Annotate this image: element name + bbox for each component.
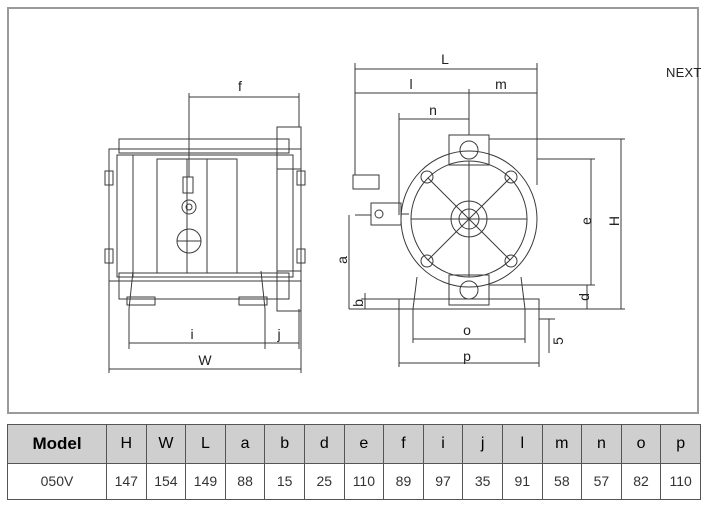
dim-j-label: j: [276, 326, 280, 342]
dim-H-label: H: [606, 216, 622, 226]
header-model: Model: [7, 424, 107, 464]
cell-W: 154: [145, 462, 187, 501]
header-m: m: [541, 424, 583, 464]
dim-a-label: a: [334, 256, 350, 264]
pump-dimension-drawing: f i j W L l m n e H a b d 5 o p: [104, 51, 625, 373]
cell-model: 050V: [7, 462, 107, 501]
technical-drawing-panel: f i j W L l m n e H a b d 5 o p NEXT: [7, 7, 701, 414]
dim-i-label: i: [190, 326, 193, 342]
header-p: p: [660, 424, 701, 464]
cell-j: 35: [462, 462, 503, 501]
cell-H: 147: [106, 462, 147, 501]
header-W: W: [145, 424, 187, 464]
dim-n-label: n: [429, 102, 437, 118]
cell-e: 110: [343, 462, 385, 501]
cell-l: 91: [501, 462, 543, 501]
cell-n: 57: [581, 462, 622, 501]
dim-b-label: b: [350, 299, 366, 307]
cell-i: 97: [422, 462, 464, 501]
header-f: f: [383, 424, 424, 464]
dim-W-label: W: [198, 352, 212, 368]
next-button-label: NEXT: [666, 65, 702, 80]
dim-p-label: p: [463, 348, 471, 364]
dim-e-label: e: [578, 217, 594, 225]
header-H: H: [106, 424, 147, 464]
dim-m-label: m: [495, 76, 507, 92]
header-b: b: [264, 424, 305, 464]
side-view-pump: [104, 93, 306, 373]
cell-a: 88: [224, 462, 266, 501]
header-j: j: [462, 424, 503, 464]
dim-f-label: f: [238, 78, 242, 94]
header-i: i: [422, 424, 464, 464]
cell-L: 149: [185, 462, 226, 501]
header-l: l: [501, 424, 543, 464]
header-o: o: [620, 424, 662, 464]
dim-l-label: l: [409, 76, 412, 92]
cell-m: 58: [541, 462, 583, 501]
header-d: d: [303, 424, 345, 464]
header-e: e: [343, 424, 385, 464]
header-n: n: [581, 424, 622, 464]
dim-5-label: 5: [550, 337, 566, 345]
cell-d: 25: [303, 462, 345, 501]
header-L: L: [185, 424, 226, 464]
cell-f: 89: [383, 462, 424, 501]
cell-p: 110: [660, 462, 701, 501]
next-button[interactable]: NEXT: [666, 65, 701, 80]
dim-o-label: o: [463, 322, 471, 338]
header-a: a: [224, 424, 266, 464]
dim-L-label: L: [441, 51, 449, 67]
cell-b: 15: [264, 462, 305, 501]
front-view-pump: [348, 63, 625, 367]
cell-o: 82: [620, 462, 662, 501]
dim-d-label: d: [576, 293, 592, 301]
